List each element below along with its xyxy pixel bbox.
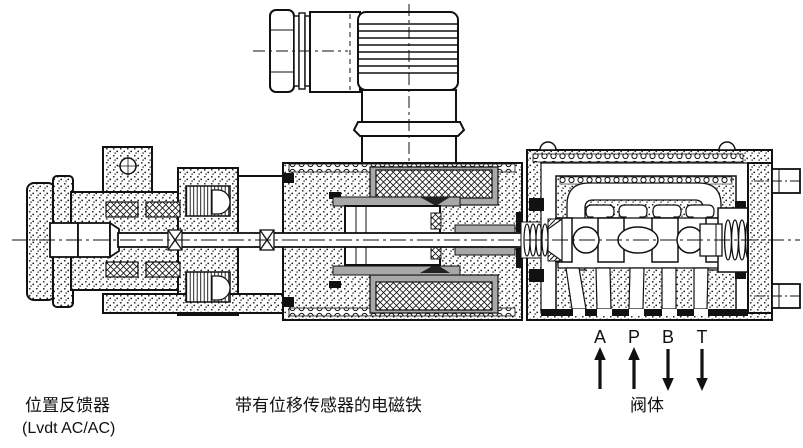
valve-end-cap	[747, 162, 773, 314]
arrowhead-up-icon	[594, 347, 606, 360]
caption-lvdt-type: (Lvdt AC/AC)	[22, 420, 115, 437]
connector-housing	[309, 11, 361, 93]
port-openings	[573, 309, 708, 316]
port-label-p: P	[628, 327, 640, 347]
cavity-seals	[529, 198, 746, 282]
winding-core	[211, 189, 231, 215]
bolt-head	[539, 141, 557, 151]
port-p: P	[628, 327, 640, 389]
port-b: B	[662, 327, 674, 391]
solenoid-coil	[375, 169, 493, 199]
port-face	[541, 309, 748, 316]
arrowhead-up-icon	[628, 347, 640, 360]
port-a: A	[594, 327, 606, 389]
port-label-t: T	[697, 327, 708, 347]
rod-bushing	[454, 246, 516, 256]
port-t: T	[696, 327, 708, 391]
magnetic-cone	[420, 197, 450, 206]
lvdt-coils	[105, 201, 181, 278]
shaft-seal	[516, 212, 523, 232]
arrowhead-down-icon	[662, 378, 674, 391]
lvdt-sensor-section	[26, 146, 288, 316]
caption-valve-body: 阀体	[630, 396, 664, 415]
caption-position-feedback: 位置反馈器	[25, 396, 110, 415]
captions: 位置反馈器 (Lvdt AC/AC) 带有位移传感器的电磁铁 阀体	[22, 396, 664, 437]
connector-ribs	[358, 23, 458, 74]
magnetic-cone	[420, 264, 450, 273]
rod-bushing	[454, 224, 516, 234]
seal-blocks	[284, 173, 341, 307]
armature-ring	[430, 212, 442, 230]
shaft-seal	[516, 248, 523, 268]
winding-core	[211, 275, 231, 301]
port-label-a: A	[594, 327, 606, 347]
port-annotations: A P B T	[594, 327, 708, 391]
valve-body-section	[520, 141, 802, 321]
caption-solenoid: 带有位移传感器的电磁铁	[235, 396, 422, 415]
solenoid-coil	[375, 281, 493, 311]
arrowhead-down-icon	[696, 378, 708, 391]
port-label-b: B	[662, 327, 674, 347]
housing-seam	[532, 153, 744, 163]
bolt-head	[718, 141, 736, 151]
connector-plug	[253, 4, 466, 164]
